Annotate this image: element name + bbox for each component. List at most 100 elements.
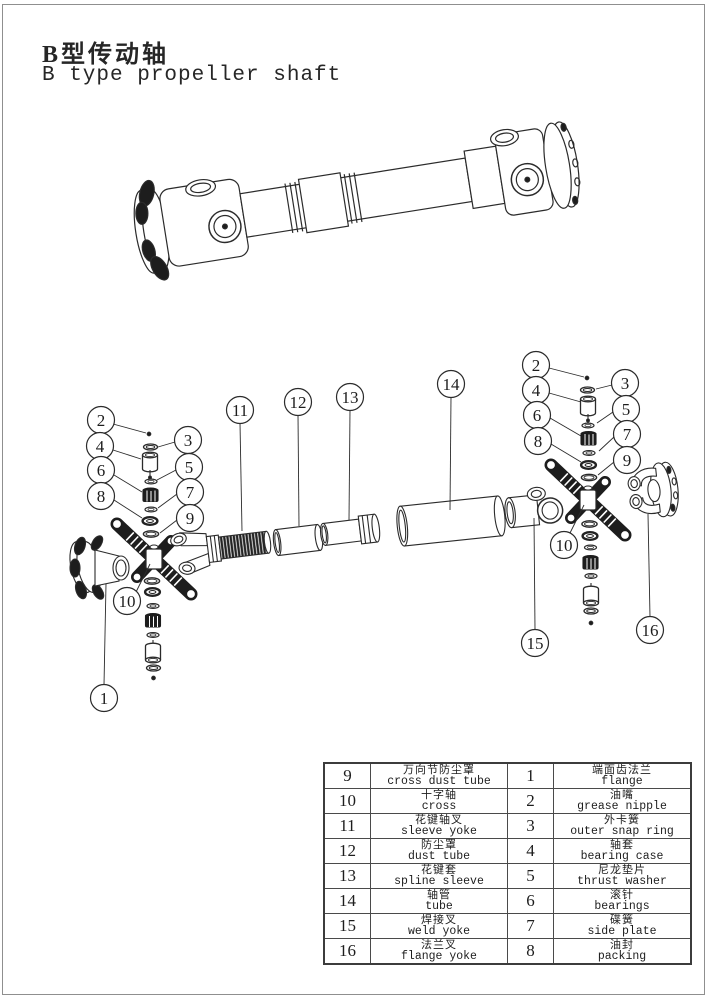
balloon-4-right: 4	[521, 375, 551, 405]
part-number: 11	[323, 813, 371, 839]
part-number: 7	[507, 913, 554, 939]
svg-text:4: 4	[96, 437, 105, 456]
title-english: B type propeller shaft	[42, 64, 342, 87]
part-number: 12	[323, 838, 371, 864]
part-number: 5	[507, 863, 554, 889]
balloon-5-right: 5	[611, 394, 641, 424]
part-number: 4	[507, 838, 554, 864]
weld-yoke-part15	[504, 486, 564, 529]
sleeve-yoke-part11	[170, 530, 272, 575]
balloon-11: 11	[225, 395, 255, 425]
balloon-1: 1	[89, 683, 119, 713]
balloon-12: 12	[283, 387, 313, 417]
balloon-14: 14	[436, 369, 466, 399]
svg-text:7: 7	[623, 425, 632, 444]
balloon-3-left: 3	[173, 425, 203, 455]
part-number: 10	[323, 788, 371, 814]
svg-text:10: 10	[556, 536, 573, 555]
svg-text:15: 15	[527, 634, 544, 653]
balloon-3-right: 3	[610, 368, 640, 398]
svg-text:3: 3	[184, 431, 193, 450]
ujoint-parts-stack-left-top	[141, 431, 160, 538]
svg-text:12: 12	[290, 393, 307, 412]
part-number: 6	[507, 888, 554, 914]
balloon-7-left: 7	[175, 477, 205, 507]
balloon-8-right: 8	[523, 426, 553, 456]
leader-lines	[103, 367, 651, 686]
svg-text:6: 6	[533, 406, 542, 425]
part-number: 9	[323, 762, 371, 789]
svg-text:10: 10	[119, 592, 136, 611]
balloon-9-left: 9	[175, 503, 205, 533]
balloon-6-right: 6	[522, 400, 552, 430]
balloon-2-left: 2	[86, 405, 116, 435]
balloon-7-right: 7	[612, 419, 642, 449]
svg-text:8: 8	[97, 487, 106, 506]
flange-yoke-part1	[69, 535, 130, 600]
svg-text:6: 6	[97, 461, 106, 480]
ujoint-parts-stack-right-top	[579, 375, 598, 482]
svg-text:1: 1	[100, 689, 109, 708]
ujoint-parts-stack-left-bottom	[143, 577, 162, 681]
ujoint-parts-stack-right-bottom	[581, 520, 600, 626]
svg-text:16: 16	[642, 621, 659, 640]
title-chinese: B型传动轴	[42, 42, 170, 68]
balloon-16: 16	[635, 615, 665, 645]
svg-text:3: 3	[621, 374, 630, 393]
svg-text:9: 9	[186, 509, 195, 528]
balloon-2-right: 2	[521, 350, 551, 380]
part-number: 3	[507, 813, 554, 839]
tube-part14	[396, 495, 506, 547]
svg-text:5: 5	[185, 458, 194, 477]
svg-text:5: 5	[622, 400, 631, 419]
svg-text:14: 14	[443, 375, 461, 394]
callout-balloons: 1 2 3 4 5 6 7 8 9 10 11 12 13 14 2 3 4 5…	[85, 350, 665, 713]
balloon-6-left: 6	[86, 455, 116, 485]
part-number: 13	[323, 863, 371, 889]
balloon-5-left: 5	[174, 452, 204, 482]
svg-text:4: 4	[532, 381, 541, 400]
spline-sleeve-part13	[319, 513, 381, 546]
balloon-9-right: 9	[612, 445, 642, 475]
svg-text:2: 2	[97, 411, 106, 430]
svg-text:11: 11	[232, 401, 248, 420]
balloon-4-left: 4	[85, 431, 115, 461]
balloon-8-left: 8	[86, 481, 116, 511]
svg-text:2: 2	[532, 356, 541, 375]
dust-tube-part12	[272, 523, 324, 557]
svg-text:13: 13	[342, 388, 359, 407]
balloon-13: 13	[335, 382, 365, 412]
svg-text:7: 7	[186, 483, 195, 502]
part-number: 8	[507, 938, 554, 965]
assembled-shaft	[133, 121, 581, 281]
part-number: 1	[507, 762, 554, 789]
flange-yoke-part16	[627, 461, 679, 518]
svg-text:9: 9	[623, 451, 632, 470]
